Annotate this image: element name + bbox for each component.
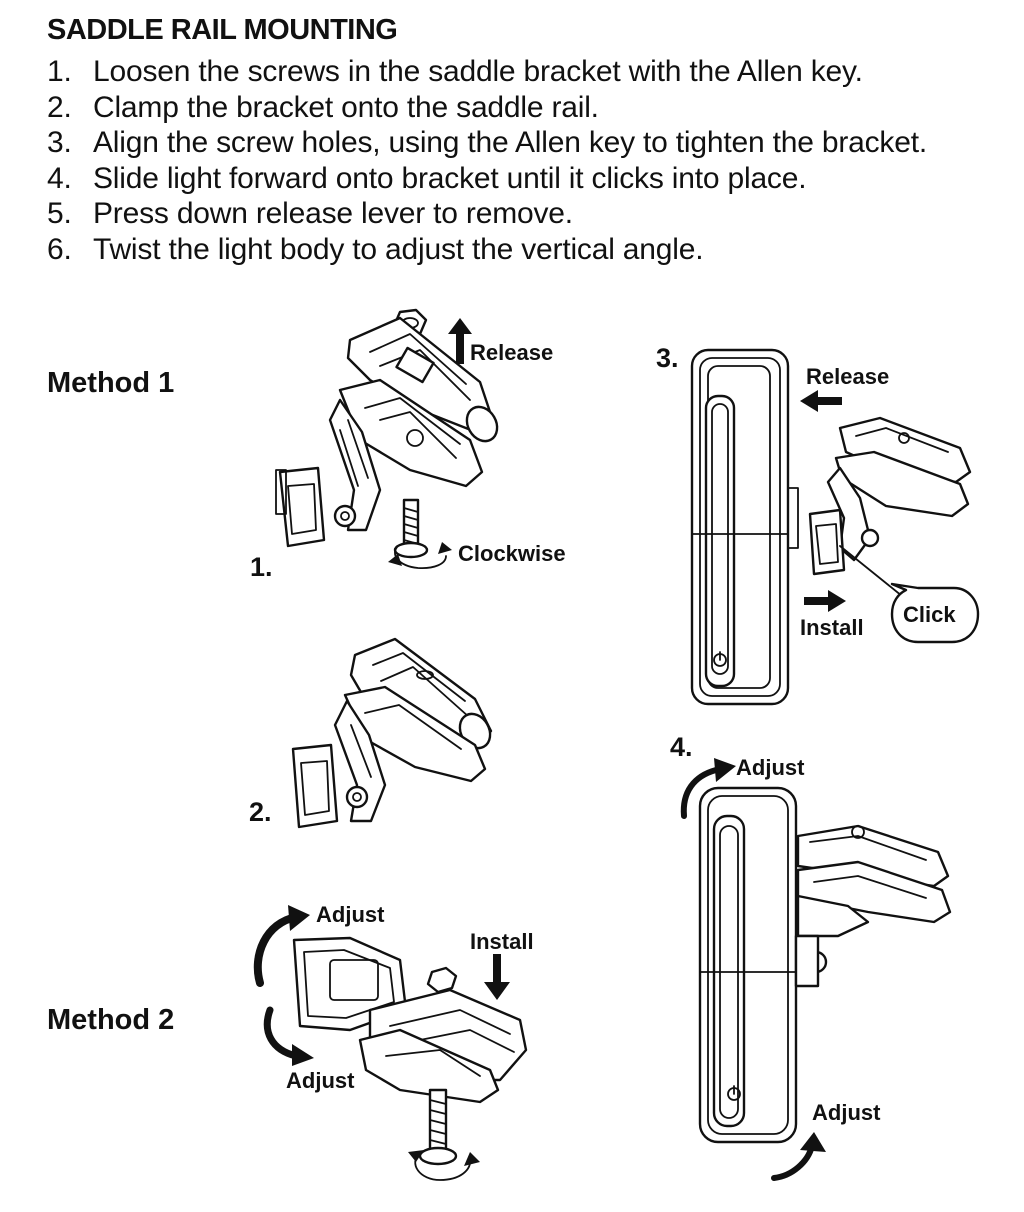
- adjust-bottom-right-arrow-icon: [771, 1132, 826, 1181]
- release-up-arrow-icon: [448, 318, 472, 364]
- instruction-item: 1. Loosen the screws in the saddle bracke…: [47, 54, 927, 90]
- method2-bracket-illustration: [292, 936, 528, 1181]
- instruction-item: 4. Slide light forward onto bracket until…: [47, 161, 927, 197]
- adjust-top-arrow-icon: [253, 905, 310, 987]
- method-2-label: Method 2: [47, 1004, 175, 1036]
- light-install-illustration: [690, 348, 972, 706]
- clockwise-rotation-icon: [388, 542, 452, 569]
- step-text: Slide light forward onto bracket until i…: [93, 161, 807, 195]
- install-right-arrow-icon: [804, 590, 846, 612]
- light-angled-illustration: [698, 786, 952, 1144]
- method-1-label: Method 1: [47, 367, 175, 399]
- instruction-list: 1. Loosen the screws in the saddle bracke…: [47, 54, 927, 267]
- fig3-click-label: Click: [903, 602, 956, 627]
- fig1-release-label: Release: [470, 340, 554, 365]
- step-text: Align the screw holes, using the Allen k…: [93, 126, 927, 159]
- step-number: 6.: [47, 232, 72, 266]
- method2-adjust-bottom-label: Adjust: [286, 1068, 355, 1093]
- step-number: 4.: [47, 161, 72, 195]
- fig3-release-label: Release: [806, 364, 890, 389]
- page-title: SADDLE RAIL MOUNTING: [47, 14, 398, 46]
- step-number: 5.: [47, 197, 72, 230]
- fig4-step-number: 4.: [670, 732, 693, 762]
- fig1-step-number: 1.: [250, 552, 273, 582]
- instruction-item: 3. Align the screw holes, using the Allen…: [47, 125, 927, 161]
- install-down-arrow-icon: [484, 954, 510, 1000]
- adjust-bottom-arrow-icon: [263, 1006, 314, 1066]
- step-text: Loosen the screws in the saddle bracket …: [93, 55, 863, 88]
- step-text: Press down release lever to remove.: [93, 197, 573, 230]
- fig2-step-number: 2.: [249, 797, 272, 827]
- step-number: 1.: [47, 55, 72, 88]
- instruction-item: 2. Clamp the bracket onto the saddle rail…: [47, 90, 927, 126]
- adjust-top-right-arrow-icon: [680, 758, 736, 819]
- step-text: Clamp the bracket onto the saddle rail.: [93, 90, 599, 124]
- fig1-clockwise-label: Clockwise: [458, 541, 566, 566]
- step-number: 3.: [47, 126, 72, 159]
- fig3-step-number: 3.: [656, 343, 679, 373]
- fig3-install-label: Install: [800, 615, 864, 640]
- click-callout-bubble: [890, 582, 980, 644]
- step-text: Twist the light body to adjust the verti…: [93, 232, 704, 266]
- fig4-adjust-top-label: Adjust: [736, 755, 805, 780]
- instruction-item: 5. Press down release lever to remove.: [47, 196, 927, 232]
- bracket-open-illustration: [275, 308, 499, 559]
- instruction-item: 6. Twist the light body to adjust the ver…: [47, 232, 927, 268]
- method2-adjust-top-label: Adjust: [316, 902, 385, 927]
- fig4-adjust-bottom-label: Adjust: [812, 1100, 881, 1125]
- release-left-arrow-icon: [800, 390, 842, 412]
- method2-install-label: Install: [470, 929, 534, 954]
- step-number: 2.: [47, 90, 72, 124]
- bracket-closed-illustration: [291, 637, 493, 829]
